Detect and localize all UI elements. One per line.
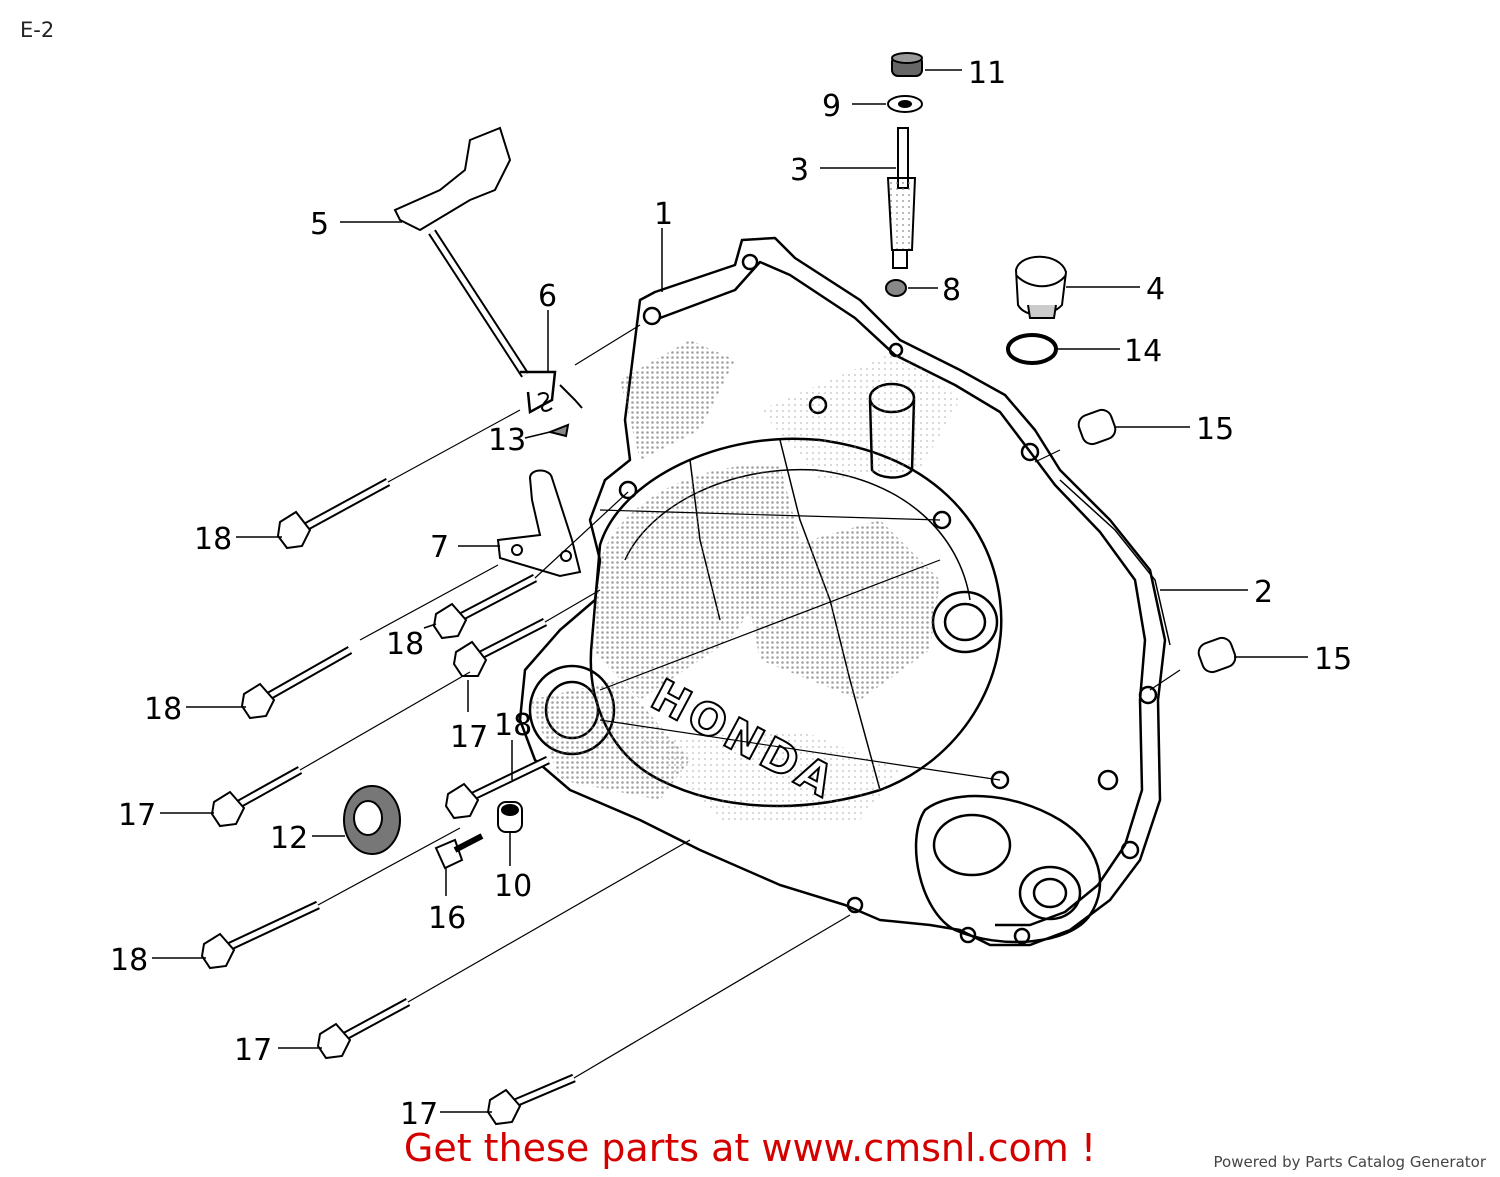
callout-13: 13 (488, 423, 526, 458)
bolt-18d (444, 755, 550, 820)
part-washer-10 (497, 801, 523, 833)
bolt-18b (432, 574, 538, 640)
callout-17c: 17 (234, 1033, 272, 1068)
callout-17d: 17 (400, 1097, 438, 1132)
callout-15b: 15 (1314, 642, 1352, 677)
callout-8: 8 (942, 273, 961, 308)
cover-shading (530, 340, 960, 820)
leader-lines (152, 69, 1308, 1113)
bolt-18a (276, 478, 391, 550)
bolt-18c (240, 646, 353, 720)
callout-4: 4 (1146, 272, 1165, 307)
callout-labels: 11 9 3 5 1 6 8 4 14 15 13 18 7 2 18 15 1… (110, 56, 1352, 1132)
bolt-17a (210, 766, 303, 828)
callout-15a: 15 (1196, 412, 1234, 447)
part-filler-cap-4 (1014, 255, 1068, 319)
part-clip-13 (546, 423, 570, 438)
bolt-17d (486, 1073, 576, 1126)
part-arm-5 (393, 126, 529, 378)
bolt-17-upper (452, 617, 548, 677)
callout-14: 14 (1124, 334, 1162, 369)
callout-1: 1 (654, 197, 673, 232)
callout-11: 11 (968, 56, 1006, 91)
callout-18c: 18 (144, 692, 182, 727)
promo-link[interactable]: Get these parts at www.cmsnl.com ! (403, 1126, 1097, 1170)
part-bracket-7 (496, 469, 582, 578)
bolt-17c (316, 998, 411, 1060)
part-oring-8 (885, 279, 907, 297)
callout-12: 12 (270, 821, 308, 856)
part-spring-6 (520, 370, 583, 414)
part-oring-14 (1006, 333, 1058, 365)
callout-18e: 18 (110, 943, 148, 978)
cover-gasket (1059, 479, 1171, 646)
callout-17a: 17 (450, 720, 488, 755)
callout-7: 7 (430, 530, 449, 565)
bolts (200, 478, 576, 1126)
callout-16: 16 (428, 901, 466, 936)
callout-18b: 18 (386, 627, 424, 662)
page-code: E-2 (20, 18, 55, 42)
part-dowel-15a (1077, 408, 1117, 446)
callout-10: 10 (494, 869, 532, 904)
callout-9: 9 (822, 89, 841, 124)
alignment-lines (299, 324, 1181, 1079)
part-cap-11 (891, 52, 923, 77)
callout-18a: 18 (194, 522, 232, 557)
callout-3: 3 (790, 153, 809, 188)
callout-5: 5 (310, 207, 329, 242)
parts (343, 52, 1237, 870)
callout-6: 6 (538, 279, 557, 314)
callout-17b: 17 (118, 798, 156, 833)
part-oil-seal-12 (343, 785, 401, 855)
bolt-18e (200, 900, 320, 970)
part-shaft-3 (886, 127, 917, 269)
callout-18d: 18 (494, 708, 532, 743)
powered-by-footer: Powered by Parts Catalog Generator (1213, 1153, 1486, 1171)
part-bolt-16 (434, 833, 484, 870)
part-dowel-15b (1197, 636, 1237, 674)
callout-2: 2 (1254, 575, 1273, 610)
